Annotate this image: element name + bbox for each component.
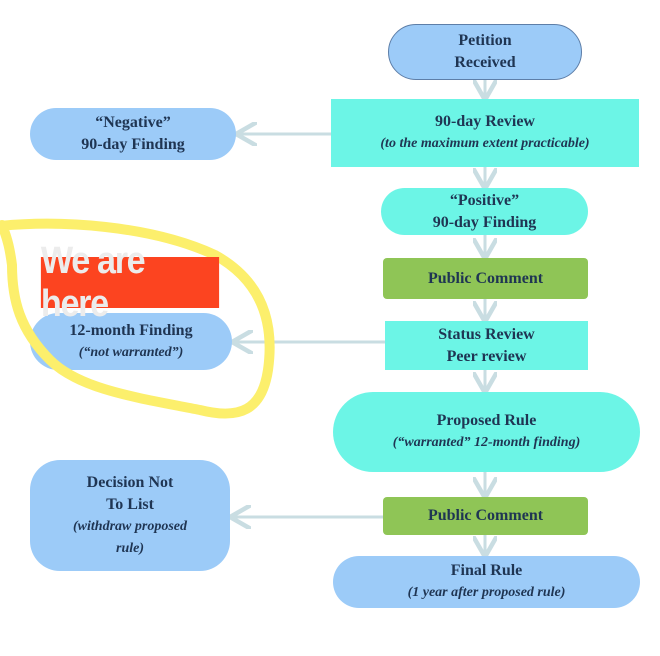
node-proposed-rule: Proposed Rule (“warranted” 12-month findi… — [333, 392, 640, 472]
node-label: “Positive” — [449, 191, 520, 209]
node-label: Public Comment — [427, 269, 544, 287]
node-label: Public Comment — [427, 507, 544, 524]
node-sublabel: (withdraw proposed — [73, 518, 187, 534]
node-label: Petition — [458, 32, 512, 49]
node-label: Decision Not — [86, 473, 174, 491]
node-sublabel: (“warranted” 12-month finding) — [392, 435, 581, 450]
node-negative-finding: “Negative” 90-day Finding — [30, 108, 236, 160]
node-public-comment-1: Public Comment — [383, 258, 588, 299]
node-decision-not-to-list: Decision Not To List (withdraw proposed rul… — [30, 460, 230, 571]
node-label: 12-month Finding — [69, 321, 193, 339]
node-positive-finding: “Positive” 90-day Finding — [381, 188, 588, 235]
node-sublabel: (to the maximum extent practicable) — [380, 136, 590, 151]
node-label: Peer review — [446, 347, 527, 365]
node-label: Status Review — [438, 325, 535, 343]
node-label: Final Rule — [450, 562, 523, 579]
node-sublabel: (“not warranted”) — [78, 344, 184, 360]
node-final-rule: Final Rule (1 year after proposed rule) — [333, 556, 640, 608]
node-sublabel: (1 year after proposed rule) — [407, 585, 566, 600]
node-sublabel: rule) — [116, 540, 144, 556]
node-public-comment-2: Public Comment — [383, 497, 588, 535]
node-label: To List — [106, 495, 154, 513]
node-label: 90-day Finding — [432, 213, 537, 231]
node-label: 90-day Review — [435, 113, 535, 130]
node-12-month-finding: 12-month Finding (“not warranted”) — [30, 313, 232, 370]
node-label: Received — [454, 54, 516, 71]
node-label: Proposed Rule — [436, 412, 537, 429]
node-90-day-review: 90-day Review (to the maximum extent prac… — [331, 99, 639, 167]
node-label: “Negative” — [95, 114, 171, 131]
node-label: 90-day Finding — [81, 136, 185, 153]
we-are-here-label: We are here — [40, 240, 220, 325]
